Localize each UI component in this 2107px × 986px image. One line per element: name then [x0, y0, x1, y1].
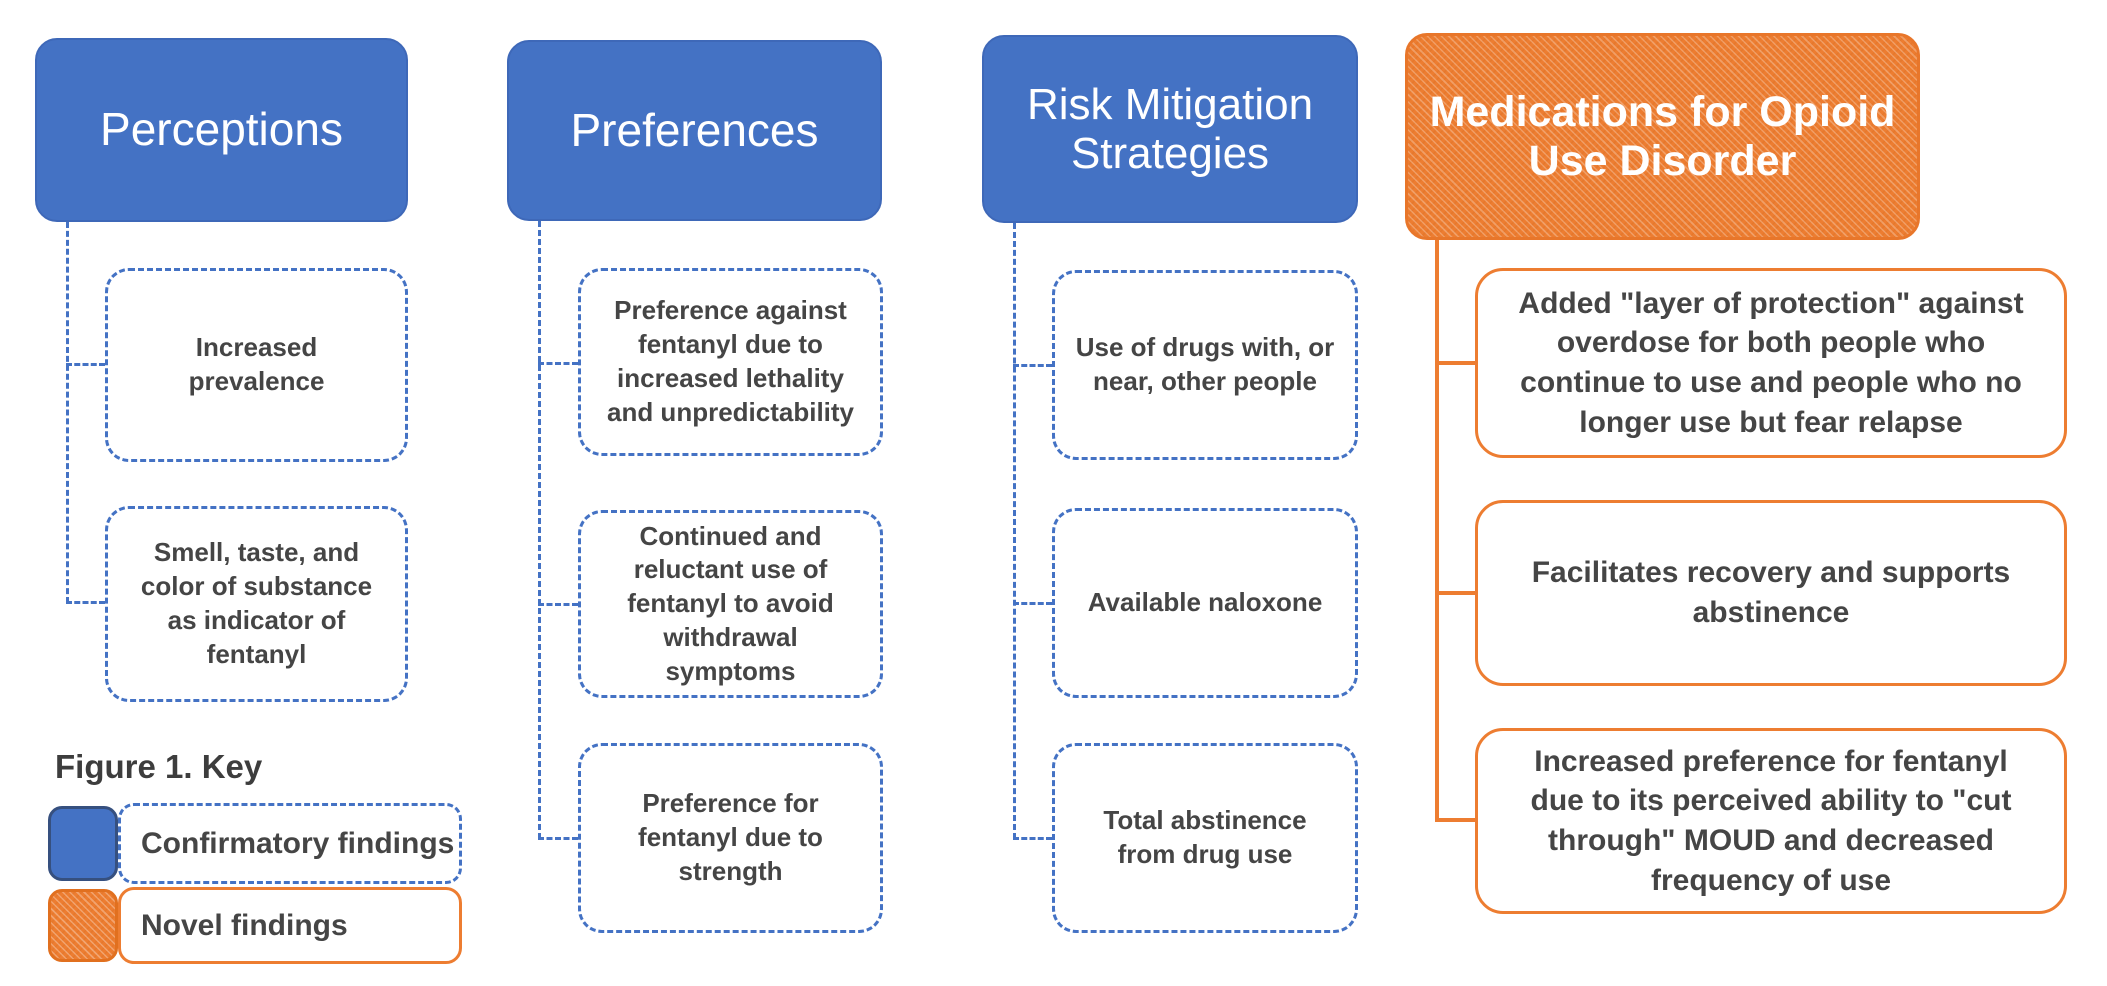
connector-branch-risk-mitigation-2 — [1013, 602, 1052, 605]
finding-box-risk-mitigation-3: Total abstinence from drug use — [1052, 743, 1358, 933]
finding-box-preferences-3: Preference for fentanyl due to strength — [578, 743, 883, 933]
legend-label-novel: Novel findings — [118, 887, 462, 964]
finding-box-preferences-1: Preference against fentanyl due to incre… — [578, 268, 883, 456]
connector-branch-preferences-1 — [538, 362, 578, 365]
connector-branch-risk-mitigation-1 — [1013, 364, 1052, 367]
connector-trunk-preferences — [538, 221, 541, 839]
column-header-risk-mitigation: Risk Mitigation Strategies — [982, 35, 1358, 223]
finding-box-preferences-2: Continued and reluctant use of fentanyl … — [578, 510, 883, 698]
finding-box-perceptions-2: Smell, taste, and color of substance as … — [105, 506, 408, 702]
connector-branch-risk-mitigation-3 — [1013, 837, 1052, 840]
legend-swatch-confirmatory — [48, 806, 118, 881]
column-header-moud: Medications for Opioid Use Disorder — [1405, 33, 1920, 240]
finding-box-risk-mitigation-1: Use of drugs with, or near, other people — [1052, 270, 1358, 460]
connector-branch-moud-2 — [1435, 591, 1475, 595]
connector-trunk-perceptions — [66, 222, 69, 603]
finding-box-perceptions-1: Increased prevalence — [105, 268, 408, 462]
connector-trunk-risk-mitigation — [1013, 223, 1016, 839]
connector-branch-preferences-2 — [538, 603, 578, 606]
legend-swatch-novel — [48, 889, 118, 962]
finding-box-moud-1: Added "layer of protection" against over… — [1475, 268, 2067, 458]
finding-box-moud-2: Facilitates recovery and supports abstin… — [1475, 500, 2067, 686]
column-header-preferences: Preferences — [507, 40, 882, 221]
connector-branch-preferences-3 — [538, 837, 578, 840]
key-title: Figure 1. Key — [55, 748, 263, 785]
connector-branch-perceptions-2 — [66, 601, 105, 604]
connector-trunk-moud — [1435, 240, 1439, 822]
connector-branch-perceptions-1 — [66, 363, 105, 366]
column-header-perceptions: Perceptions — [35, 38, 408, 222]
connector-branch-moud-1 — [1435, 361, 1475, 365]
legend-label-confirmatory: Confirmatory findings — [118, 803, 462, 884]
connector-branch-moud-3 — [1435, 818, 1475, 822]
finding-box-risk-mitigation-2: Available naloxone — [1052, 508, 1358, 698]
finding-box-moud-3: Increased preference for fentanyl due to… — [1475, 728, 2067, 914]
